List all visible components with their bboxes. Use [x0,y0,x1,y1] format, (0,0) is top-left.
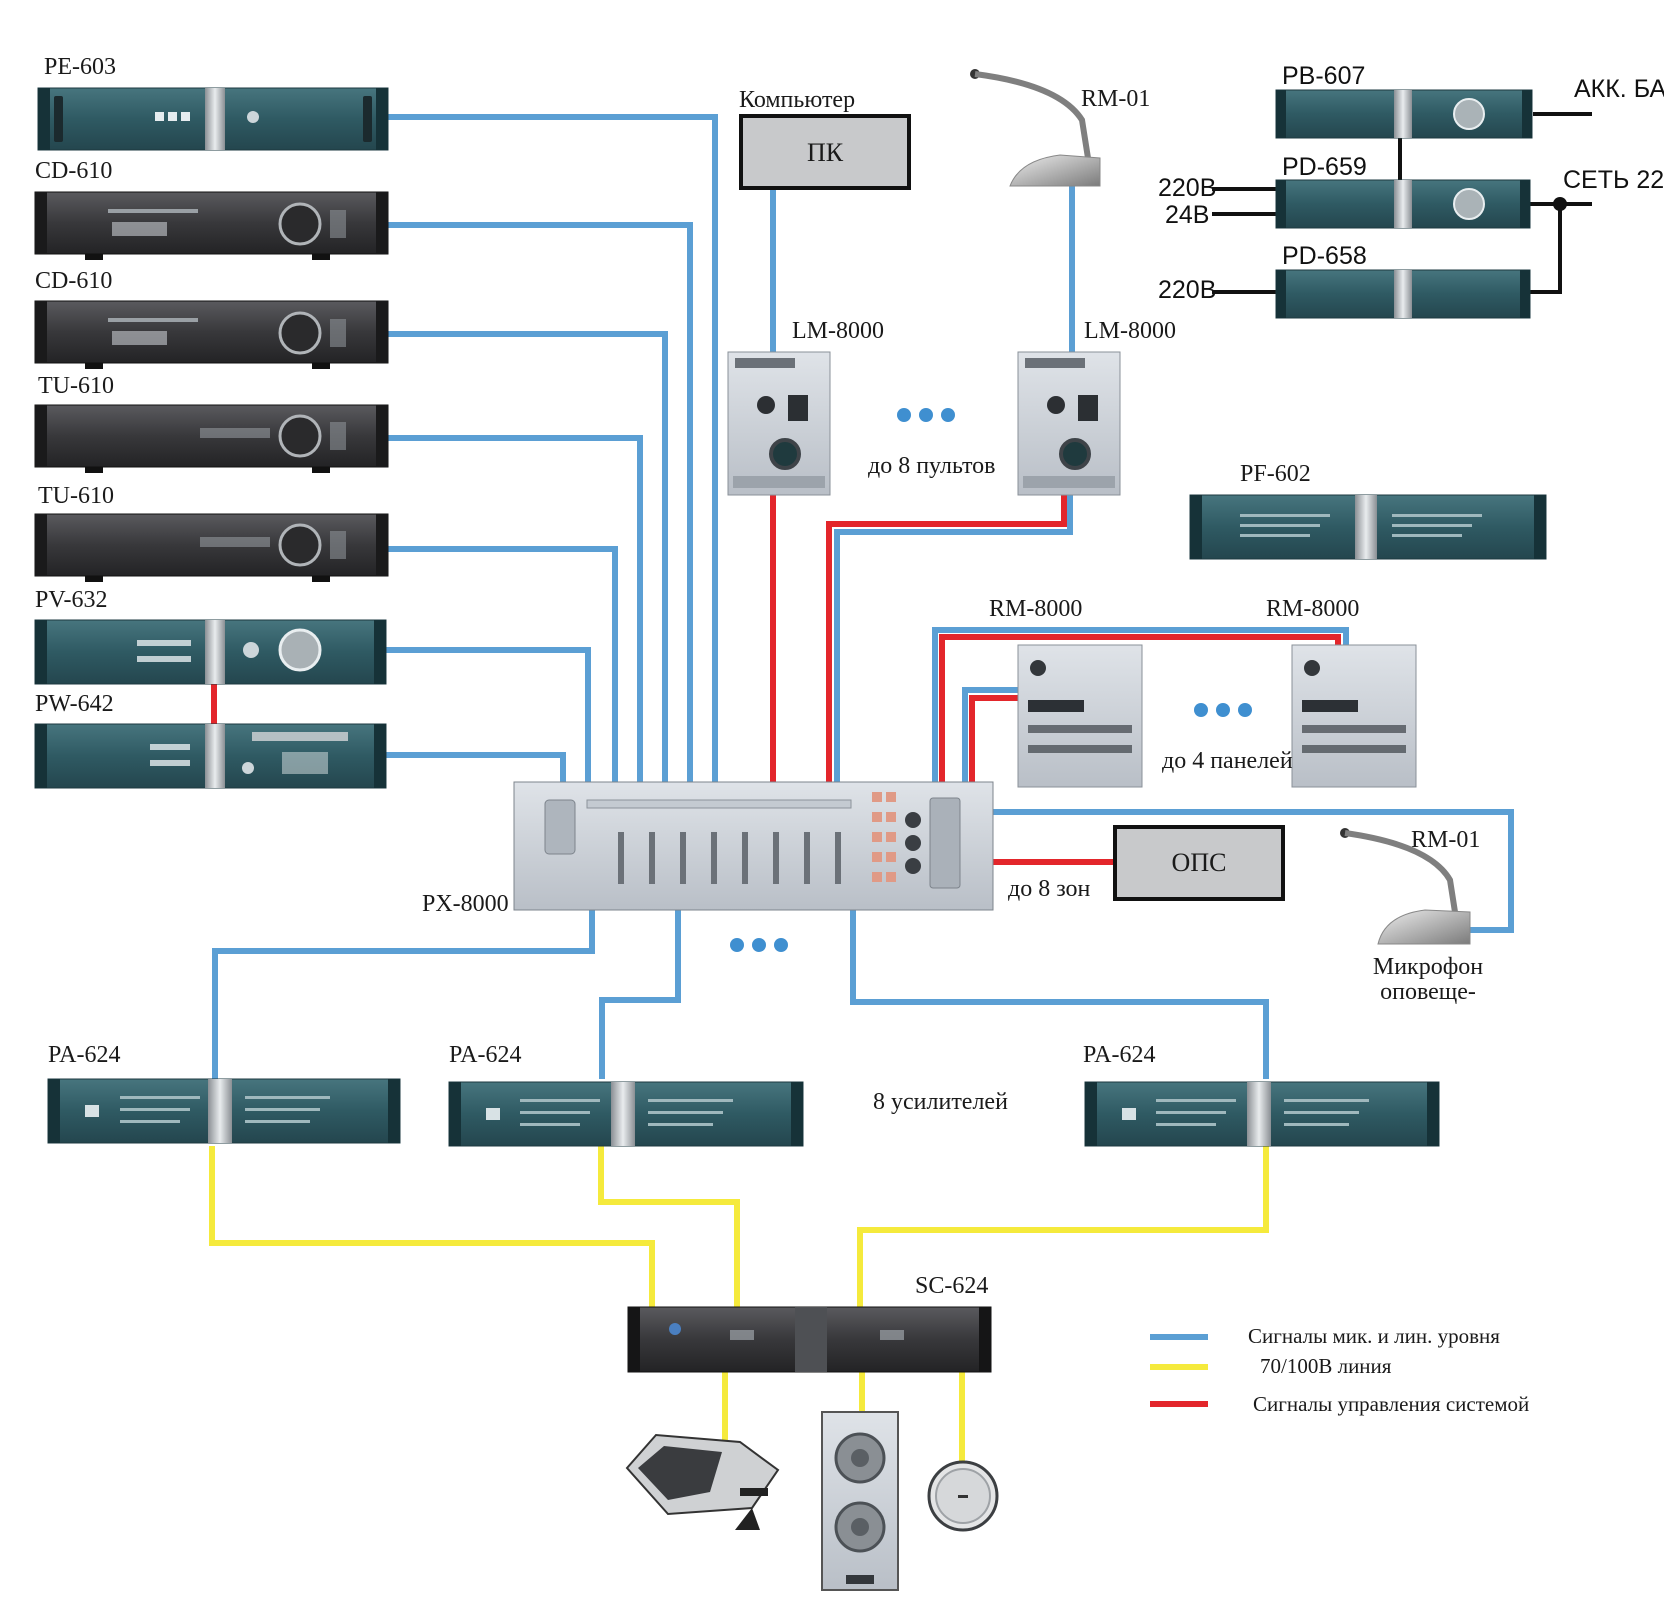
label-in-220b: 220В [1158,276,1216,304]
label-pw642: PW-642 [35,691,114,717]
lm-ellipsis-dots [897,408,955,422]
wire-tu610b [388,546,618,782]
wire-px-amp2 [599,910,681,1079]
wire-rm-blue-outer [932,627,1349,782]
lm-right-device[interactable] [1017,351,1121,496]
cd610a-unit[interactable] [34,191,389,260]
wire-mains-pd658 [1530,204,1562,294]
legend-red-label: Сигналы управления системой [1253,1392,1529,1416]
signal-wires [209,112,1592,1466]
label-mic-right-caption-2: оповеще- [1380,979,1476,1005]
wire-rm-red-inner [969,695,1018,782]
tu610b-unit[interactable] [34,513,389,582]
label-amps-note: 8 усилителей [873,1089,1008,1115]
wire-pw642 [386,752,566,782]
label-in-220a: 220В [1158,174,1216,202]
label-amp3: PA-624 [1083,1042,1155,1068]
label-mic-top: RM-01 [1081,86,1150,112]
wire-cd610b [388,331,668,782]
mic-right-device[interactable] [1340,828,1471,945]
label-rm-right: RM-8000 [1266,596,1359,622]
wire-amp1-sc [209,1146,655,1307]
label-amp1: PA-624 [48,1042,120,1068]
label-lm-left: LM-8000 [792,318,884,344]
label-px8000: PX-8000 [422,891,509,917]
label-pf602: PF-602 [1240,461,1311,487]
horn-speaker-icon [625,1433,780,1530]
labels: PE-603 CD-610 CD-610 TU-610 TU-610 PV-63… [35,54,1664,1416]
wire-px-amp3 [850,910,1269,1079]
label-mic-right: RM-01 [1411,827,1480,853]
pd659-unit[interactable] [1275,179,1531,229]
legend-blue-label: Сигналы мик. и лин. уровня [1248,1324,1500,1348]
rm-ellipsis-dots [1194,703,1252,717]
label-pc-box: ПК [807,138,844,167]
wire-lm-right-red [826,495,1067,782]
label-ops-box: ОПС [1172,848,1227,877]
px-ellipsis-dots [730,938,788,952]
amp3-unit[interactable] [1084,1081,1440,1147]
wire-tu610a [388,435,643,782]
label-tu610b: TU-610 [38,483,114,509]
cd610b-unit[interactable] [34,300,389,369]
pc-box[interactable] [739,114,911,190]
label-cd610b: CD-610 [35,268,112,294]
amp2-unit[interactable] [448,1081,804,1147]
label-cd610a: CD-610 [35,158,112,184]
label-pd658: PD-658 [1282,242,1367,270]
wire-mic-right [993,809,1514,933]
lm-left-device[interactable] [727,351,831,496]
label-mic-right-caption-1: Микрофон [1373,954,1483,980]
mains-junction-dot [1553,197,1567,211]
pd658-unit[interactable] [1275,269,1531,319]
label-in-24: 24В [1165,201,1209,229]
wire-cd610a [388,222,693,782]
rm-right-device[interactable] [1291,644,1417,788]
label-amp2: PA-624 [449,1042,521,1068]
mic-top-device[interactable] [970,69,1101,187]
wire-px-amp1 [212,910,595,1079]
pb607-unit[interactable] [1275,89,1533,139]
wire-amp2-sc [598,1146,740,1307]
label-sc624: SC-624 [915,1273,988,1299]
rm-left-device[interactable] [1017,644,1143,788]
label-tu610a: TU-610 [38,373,114,399]
label-rm-note: до 4 панелей [1162,748,1293,774]
wire-rm-blue-inner [962,687,1018,782]
label-pv632: PV-632 [35,587,107,613]
label-pc-caption: Компьютер [739,87,855,113]
legend-yellow-label: 70/100В линия [1260,1354,1392,1378]
source-units [34,87,389,789]
label-rm-left: RM-8000 [989,596,1082,622]
label-pb607: PB-607 [1282,62,1365,90]
wire-rm-red-outer [939,634,1341,782]
wire-pv632 [386,647,591,782]
pv632-unit[interactable] [34,619,387,685]
label-lm-right: LM-8000 [1084,318,1176,344]
amp1-unit[interactable] [47,1078,401,1144]
label-mains: СЕТЬ 220В [1563,166,1664,194]
column-speaker-icon [821,1411,899,1591]
wire-pe603 [388,114,718,782]
legend [1150,1334,1208,1407]
tu610a-unit[interactable] [34,404,389,473]
label-pd659: PD-659 [1282,153,1367,181]
label-pe603: PE-603 [44,54,116,80]
label-battery: АКК. БАТ [1574,75,1664,103]
pf602-unit[interactable] [1189,494,1547,560]
wire-amp3-sc [857,1146,1269,1307]
wire-lm-right-px [834,495,1073,782]
ceiling-speaker-icon [927,1460,999,1532]
label-lm-note: до 8 пультов [868,453,996,479]
sc624-unit[interactable] [627,1306,992,1373]
pe603-unit[interactable] [37,87,389,151]
ops-box[interactable] [1113,825,1285,901]
px8000-device[interactable] [513,781,994,911]
label-ops-note: до 8 зон [1008,876,1091,902]
pw642-unit[interactable] [34,723,387,789]
